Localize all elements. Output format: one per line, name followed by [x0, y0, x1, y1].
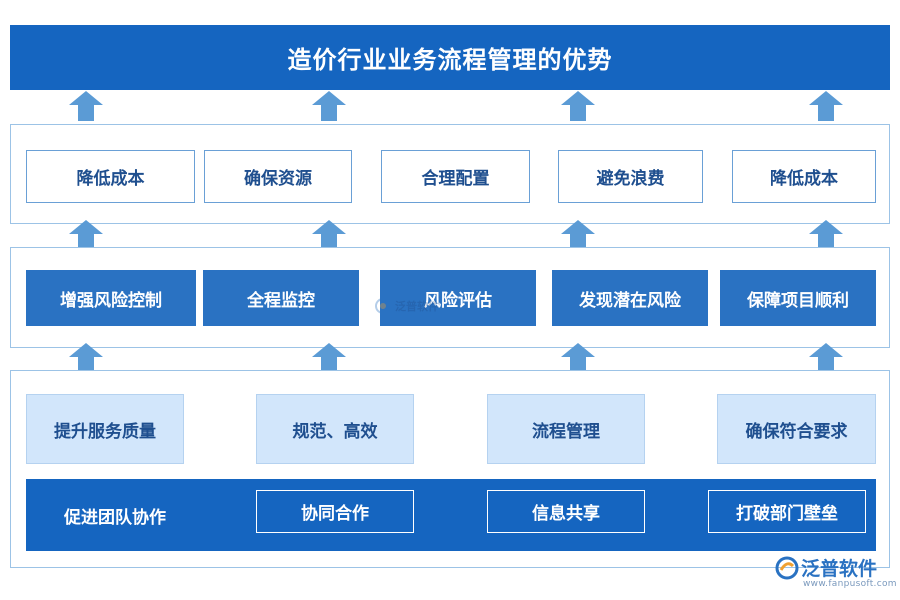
up-arrow-icon	[809, 91, 843, 121]
benefit-box: 避免浪费	[558, 150, 703, 203]
risk-box: 发现潜在风险	[552, 270, 708, 326]
risk-box: 风险评估	[380, 270, 536, 326]
teamwork-item: 协同合作	[256, 490, 414, 533]
up-arrow-icon	[312, 343, 346, 373]
benefit-box: 确保资源	[204, 150, 352, 203]
service-box: 规范、高效	[256, 394, 414, 464]
benefit-box: 合理配置	[381, 150, 530, 203]
brand-url: www.fanpusoft.com	[803, 579, 897, 589]
benefit-box: 降低成本	[26, 150, 195, 203]
brand-name: 泛普软件	[801, 558, 878, 580]
up-arrow-icon	[69, 220, 103, 250]
up-arrow-icon	[561, 91, 595, 121]
risk-box: 保障项目顺利	[720, 270, 876, 326]
service-box: 确保符合要求	[717, 394, 876, 464]
teamwork-label: 促进团队协作	[64, 507, 166, 528]
watermark-logo-icon	[375, 298, 391, 314]
up-arrow-icon	[809, 343, 843, 373]
risk-box: 增强风险控制	[26, 270, 196, 326]
up-arrow-icon	[312, 91, 346, 121]
up-arrow-icon	[809, 220, 843, 250]
page-title: 造价行业业务流程管理的优势	[10, 25, 890, 90]
service-box: 提升服务质量	[26, 394, 184, 464]
service-box: 流程管理	[487, 394, 645, 464]
up-arrow-icon	[561, 343, 595, 373]
brand-logo: 泛普软件 www.fanpusoft.com	[775, 554, 897, 594]
up-arrow-icon	[69, 343, 103, 373]
up-arrow-icon	[312, 220, 346, 250]
watermark-text: 泛普软件	[395, 300, 439, 313]
risk-box: 全程监控	[203, 270, 359, 326]
up-arrow-icon	[69, 91, 103, 121]
teamwork-item: 信息共享	[487, 490, 645, 533]
teamwork-item: 打破部门壁垒	[708, 490, 866, 533]
brand-logo-icon	[775, 556, 799, 580]
up-arrow-icon	[561, 220, 595, 250]
benefit-box: 降低成本	[732, 150, 876, 203]
watermark: 泛普软件	[375, 294, 455, 318]
